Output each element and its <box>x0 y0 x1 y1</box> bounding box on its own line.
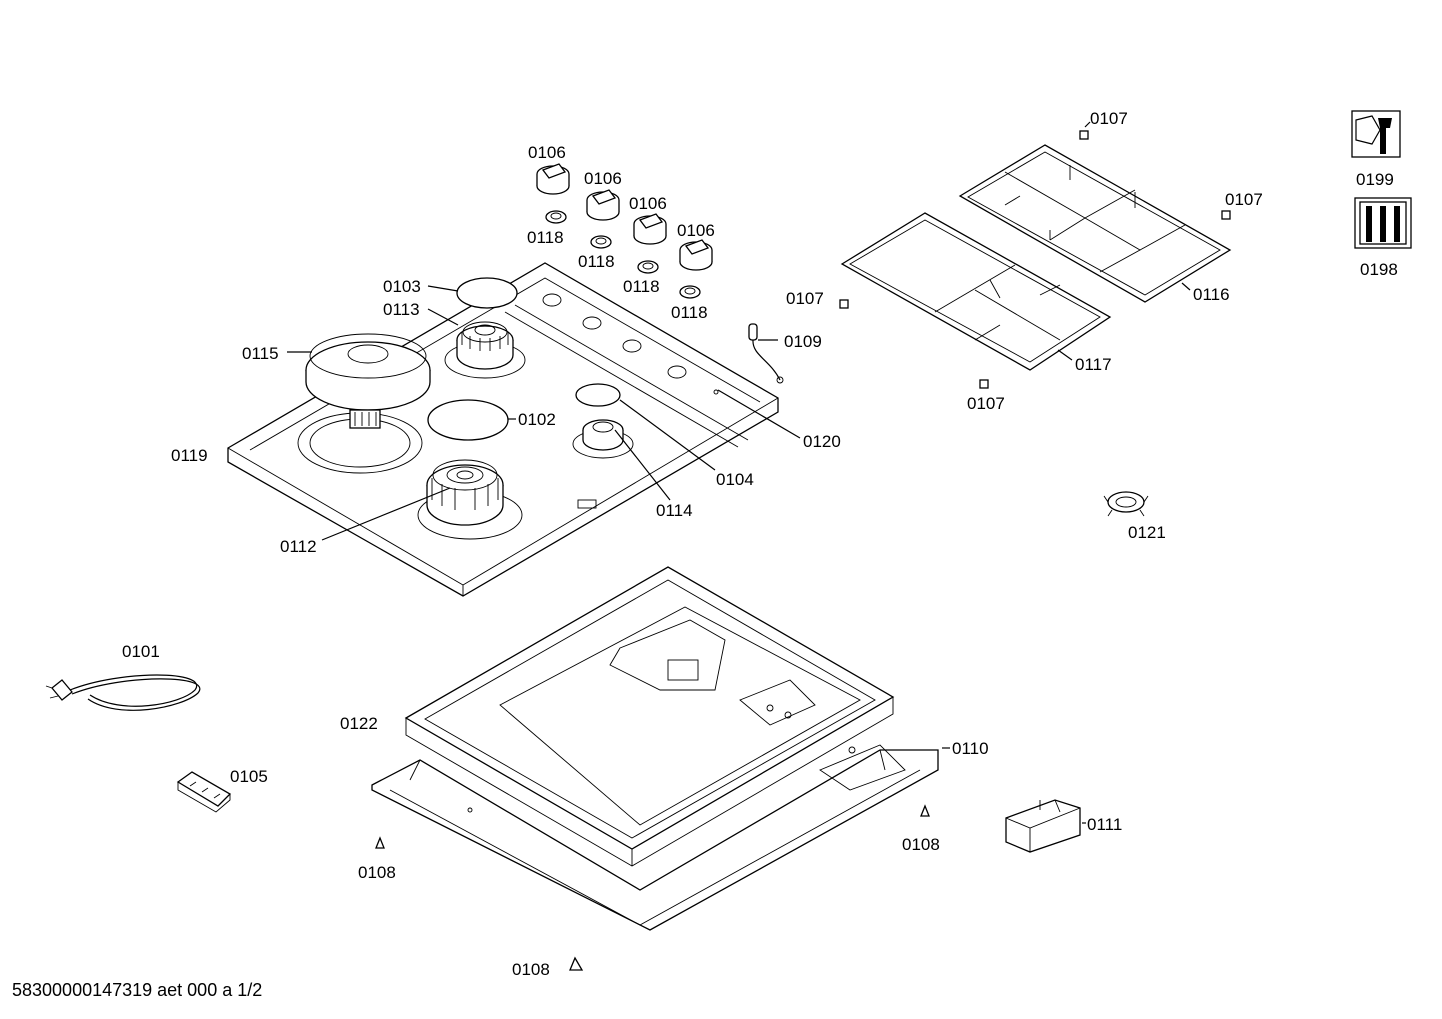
label-0117: 0117 <box>1075 355 1112 374</box>
label-0104: 0104 <box>716 470 754 489</box>
label-0114: 0114 <box>656 501 693 520</box>
label-0120: 0120 <box>803 432 841 451</box>
label-0106a: 0106 <box>528 143 566 162</box>
label-0101: 0101 <box>122 642 160 661</box>
burner-0112 <box>426 459 504 526</box>
rubber-feet-0107 <box>839 130 1231 389</box>
label-0112: 0112 <box>280 537 317 556</box>
label-0108b: 0108 <box>902 835 940 854</box>
label-0106b: 0106 <box>584 169 622 188</box>
burner-0114 <box>582 419 624 451</box>
label-0122: 0122 <box>340 714 378 733</box>
label-0198: 0198 <box>1360 260 1398 279</box>
screwdriver-icon <box>1354 197 1412 249</box>
label-0119: 0119 <box>171 446 208 465</box>
label-0118a: 0118 <box>527 228 564 247</box>
label-0199: 0199 <box>1356 170 1394 189</box>
burner-cap-0103 <box>456 277 518 309</box>
part-labels: 0106 0106 0106 0106 0118 0118 0118 0118 … <box>122 109 1398 979</box>
label-0115: 0115 <box>242 344 279 363</box>
feet-0108 <box>375 804 930 971</box>
label-0118b: 0118 <box>578 252 615 271</box>
power-cable-0101 <box>45 674 201 711</box>
burner-cap-0104 <box>575 383 621 407</box>
label-0110: 0110 <box>952 739 989 758</box>
label-0118d: 0118 <box>671 303 708 322</box>
wok-ring-0121 <box>1103 491 1149 517</box>
junction-box-0111 <box>1005 799 1081 853</box>
pan-support-0116 <box>958 144 1232 303</box>
label-0106d: 0106 <box>677 221 715 240</box>
wrench-nut-icon <box>1351 110 1401 158</box>
pan-support-0117 <box>840 212 1112 371</box>
label-0103: 0103 <box>383 277 421 296</box>
leader-lines <box>287 121 1191 824</box>
burner-0113 <box>456 321 514 370</box>
label-0107c: 0107 <box>786 289 824 308</box>
control-knobs-0106 <box>536 163 713 271</box>
ignition-plug-0109 <box>748 323 784 384</box>
label-0107a: 0107 <box>1090 109 1128 128</box>
label-0106c: 0106 <box>629 194 667 213</box>
label-0107b: 0107 <box>1225 190 1263 209</box>
base-tray-0110 <box>371 744 939 931</box>
label-0113: 0113 <box>383 300 420 319</box>
label-0111: 0111 <box>1087 815 1122 834</box>
label-0109: 0109 <box>784 332 822 351</box>
label-0108c: 0108 <box>512 960 550 979</box>
label-0102: 0102 <box>518 410 556 429</box>
burner-cap-0102 <box>427 399 509 441</box>
label-0121: 0121 <box>1128 523 1166 542</box>
electric-hotplate-0115 <box>305 333 431 429</box>
terminal-block-0105 <box>176 771 232 813</box>
frame-0122 <box>404 566 895 867</box>
knob-rings-0118 <box>545 210 701 299</box>
label-0116: 0116 <box>1193 285 1230 304</box>
label-0118c: 0118 <box>623 277 660 296</box>
label-0107d: 0107 <box>967 394 1005 413</box>
label-0108a: 0108 <box>358 863 396 882</box>
label-0105: 0105 <box>230 767 268 786</box>
document-footer: 58300000147319 aet 000 a 1/2 <box>12 980 263 1000</box>
